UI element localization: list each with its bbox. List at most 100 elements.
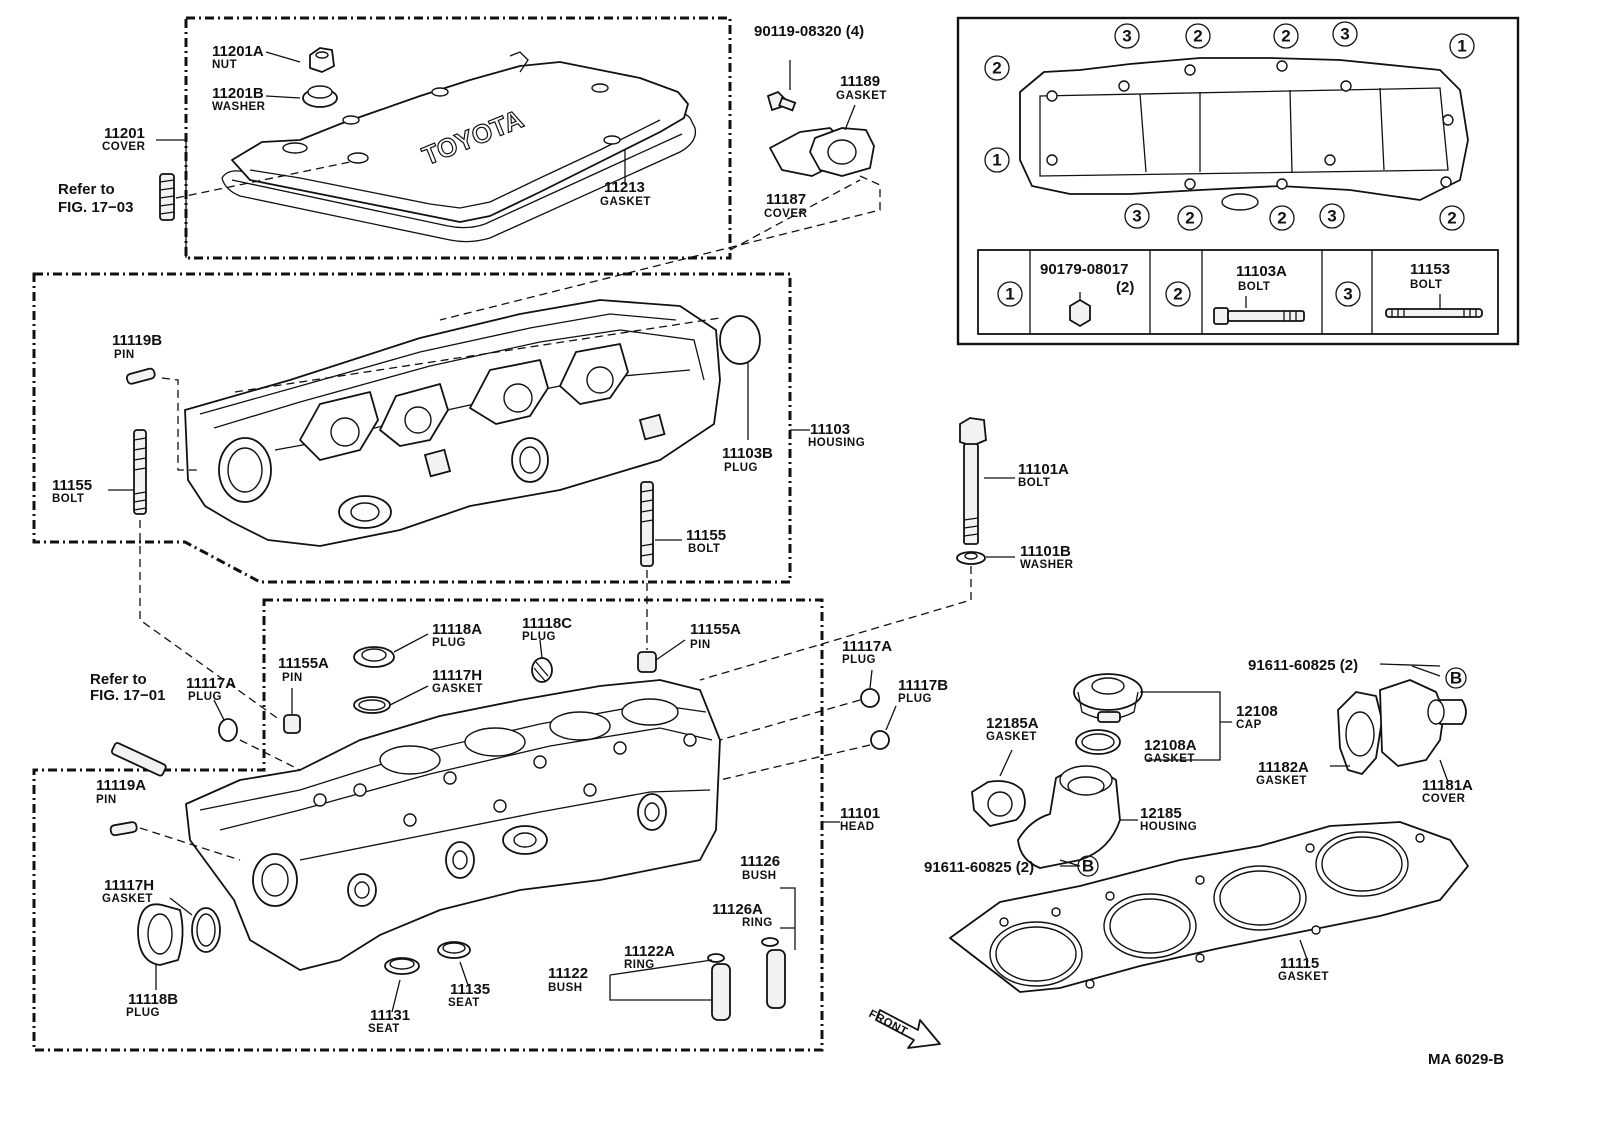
stud-bolt-icon bbox=[1385, 308, 1483, 318]
callout-11118c-name: PLUG bbox=[522, 631, 556, 643]
valve-cover[interactable] bbox=[231, 61, 689, 223]
legend-name-2: BOLT bbox=[1238, 281, 1270, 293]
rear-cover-group bbox=[439, 60, 881, 321]
ref-marker-b-top bbox=[1445, 667, 1467, 689]
circled-key-label: 2 bbox=[1173, 285, 1182, 304]
legend-markers-bottom: 3 2 2 3 2 bbox=[1124, 203, 1465, 231]
intake-manifold-outline bbox=[1019, 57, 1469, 201]
circled-key-label: 3 bbox=[1327, 207, 1336, 226]
callout-11131-num: 11131 bbox=[370, 1007, 410, 1024]
callout-11189-num: 11189 bbox=[840, 73, 880, 90]
callout-12185-num: 12185 bbox=[1140, 805, 1182, 822]
cylinder-head-group bbox=[32, 598, 897, 1052]
cylinder-head-frame bbox=[32, 598, 824, 1052]
callout-11117h-top-num: 11117H bbox=[432, 667, 482, 684]
plug-11117b[interactable] bbox=[870, 730, 890, 750]
plug-11117a-right[interactable] bbox=[860, 688, 880, 708]
callout-11126-num: 11126 bbox=[740, 853, 780, 870]
callout-11201b-num: 11201B bbox=[212, 85, 264, 102]
callout-11201a-name: NUT bbox=[212, 59, 237, 71]
head-bolt-11101a[interactable] bbox=[959, 417, 987, 447]
pin-11155a-right[interactable] bbox=[637, 651, 657, 673]
circled-key-label: B bbox=[1082, 857, 1094, 876]
pin-11119b[interactable] bbox=[125, 367, 156, 385]
callout-11187-num: 11187 bbox=[766, 191, 806, 208]
bush-11126[interactable] bbox=[766, 949, 786, 1009]
circled-key-label: 2 bbox=[1277, 209, 1286, 228]
callout-11131-name: SEAT bbox=[368, 1023, 400, 1035]
flange-nut-icon bbox=[1069, 298, 1091, 328]
stud-fig1701[interactable] bbox=[111, 742, 167, 777]
drawing-code: MA 6029-B bbox=[1428, 1051, 1504, 1068]
callout-11117a-right-name: PLUG bbox=[842, 654, 876, 666]
camshaft-housing-11103[interactable] bbox=[184, 299, 721, 547]
callout-11101a-name: BOLT bbox=[1018, 477, 1050, 489]
callout-11103-name: HOUSING bbox=[808, 437, 865, 449]
callout-12185-name: HOUSING bbox=[1140, 821, 1197, 833]
callout-12108-num: 12108 bbox=[1236, 703, 1278, 720]
callout-11118b-name: PLUG bbox=[126, 1007, 160, 1019]
cylinder-head-11101[interactable] bbox=[185, 679, 721, 971]
circled-key-label: 3 bbox=[1132, 207, 1141, 226]
plug-11117a-left[interactable] bbox=[218, 718, 238, 742]
ring-11126a[interactable] bbox=[761, 937, 779, 947]
callout-11101-num: 11101 bbox=[840, 805, 880, 822]
callout-11117b-name: PLUG bbox=[898, 693, 932, 705]
cam-towers bbox=[299, 343, 629, 461]
callout-refer1703-name: FIG. 17−03 bbox=[58, 199, 133, 216]
callout-labels: 11201A NUT 11201B WASHER 11201 COVER Ref… bbox=[52, 23, 1504, 1068]
callout-11182a-name: GASKET bbox=[1256, 775, 1307, 787]
callout-11201a-num: 11201A bbox=[212, 43, 264, 60]
callout-11118a-name: PLUG bbox=[432, 637, 466, 649]
circled-key-label: 3 bbox=[1343, 285, 1352, 304]
callout-11201-num: 11201 bbox=[104, 125, 145, 142]
stud-bolt-11155-mid[interactable] bbox=[640, 481, 654, 567]
callout-11187-name: COVER bbox=[764, 208, 808, 220]
plug-11103b[interactable] bbox=[719, 315, 761, 365]
callout-11126a-name: RING bbox=[742, 917, 773, 929]
callout-11103b-num: 11103B bbox=[722, 445, 773, 462]
callout-11135-num: 11135 bbox=[450, 981, 490, 998]
callout-11182a-num: 11182A bbox=[1258, 759, 1309, 776]
callout-11119b-name: PIN bbox=[114, 349, 135, 361]
callout-11126-name: BUSH bbox=[742, 870, 777, 882]
head-bolt-group bbox=[699, 417, 1015, 681]
callout-11101b-name: WASHER bbox=[1020, 559, 1074, 571]
callout-12108a-name: GASKET bbox=[1144, 753, 1195, 765]
callout-11117h-bot-num: 11117H bbox=[104, 877, 154, 894]
pin-11155a-left[interactable] bbox=[283, 714, 301, 734]
circled-key-label: 2 bbox=[1447, 209, 1456, 228]
legend-markers-top: 3 2 2 3 1 bbox=[1114, 21, 1475, 59]
callout-11118a-num: 11118A bbox=[432, 621, 482, 638]
callout-11115-name: GASKET bbox=[1278, 971, 1329, 983]
legend-part-3: 11153 bbox=[1410, 261, 1450, 278]
callout-11122a-name: RING bbox=[624, 959, 655, 971]
callout-11117a-left-num: 11117A bbox=[186, 675, 236, 692]
callout-11126a-num: 11126A bbox=[712, 901, 763, 918]
callout-12185a-name: GASKET bbox=[986, 731, 1037, 743]
valve-cover-group: TOYOTA bbox=[156, 16, 732, 260]
callout-11118b-num: 11118B bbox=[128, 991, 178, 1008]
callout-refer1701-name: FIG. 17−01 bbox=[90, 687, 165, 704]
callout-11201b-name: WASHER bbox=[212, 101, 266, 113]
callout-11155a-right-num: 11155A bbox=[690, 621, 741, 638]
legend-part-1: 90179-08017 bbox=[1040, 261, 1128, 278]
callout-11119b-num: 11119B bbox=[112, 332, 162, 349]
flange-bolt-icon bbox=[1213, 307, 1229, 325]
callout-refer1701-num: Refer to bbox=[90, 671, 147, 688]
callout-11201-name: COVER bbox=[102, 141, 146, 153]
callout-11181a-name: COVER bbox=[1422, 793, 1466, 805]
callout-91611-bot-num: 91611-60825 (2) bbox=[924, 859, 1034, 876]
bush-11122[interactable] bbox=[711, 963, 731, 1021]
circled-key-label: 2 bbox=[992, 59, 1001, 78]
callout-11155-mid-num: 11155 bbox=[686, 527, 726, 544]
legend-qty-1: (2) bbox=[1116, 279, 1134, 296]
legend-name-3: BOLT bbox=[1410, 279, 1442, 291]
callout-11117h-bot-name: GASKET bbox=[102, 893, 153, 905]
callout-refer1703-num: Refer to bbox=[58, 181, 115, 198]
callout-11117a-right-num: 11117A bbox=[842, 638, 892, 655]
thermostat-cover-11181a[interactable] bbox=[1379, 679, 1445, 767]
pin-11119a[interactable] bbox=[109, 821, 138, 837]
bolt-legend-table: 1 2 3 90179-08017 (2) 11103A BOLT 11153 … bbox=[977, 249, 1499, 335]
